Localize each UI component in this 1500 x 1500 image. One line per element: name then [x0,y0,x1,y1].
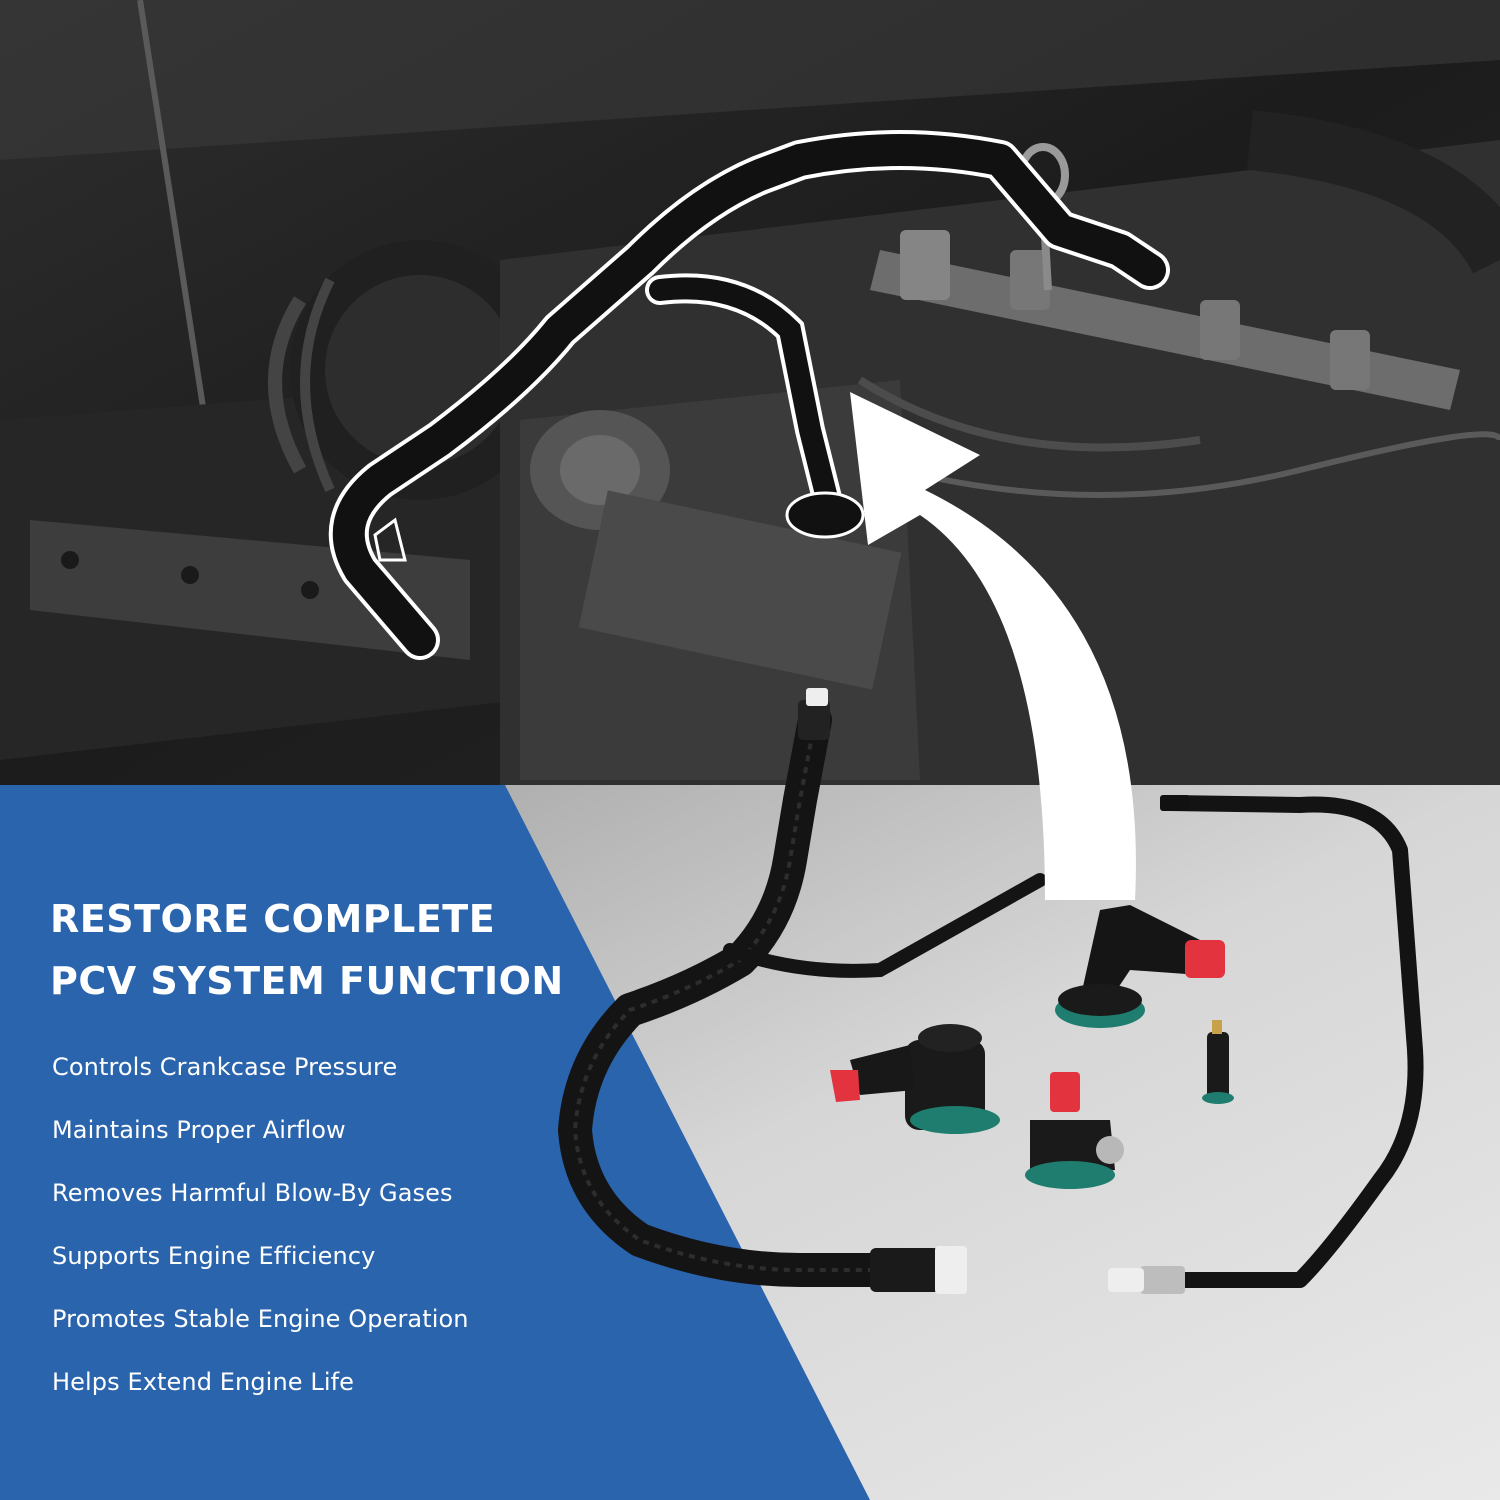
benefit-item: Supports Engine Efficiency [52,1242,376,1270]
headline: RESTORE COMPLETE PCV SYSTEM FUNCTION [50,888,564,1012]
pcv-tube-product [1108,795,1424,1294]
benefit-item: Maintains Proper Airflow [52,1116,346,1144]
engine-bay-photo [0,0,1500,785]
benefit-item: Helps Extend Engine Life [52,1368,355,1396]
curved-arrow-icon [850,392,1136,900]
benefit-item: Promotes Stable Engine Operation [52,1305,469,1333]
benefits-list: Controls Crankcase Pressure Maintains Pr… [52,1050,469,1428]
benefit-item: Removes Harmful Blow-By Gases [52,1179,453,1207]
benefit-item: Controls Crankcase Pressure [52,1053,398,1081]
headline-line-2: PCV SYSTEM FUNCTION [50,959,564,1003]
pcv-valves-product [830,905,1234,1189]
pcv-hose-product [558,688,1047,1294]
blue-text-panel [0,785,870,1500]
headline-line-1: RESTORE COMPLETE [50,897,496,941]
